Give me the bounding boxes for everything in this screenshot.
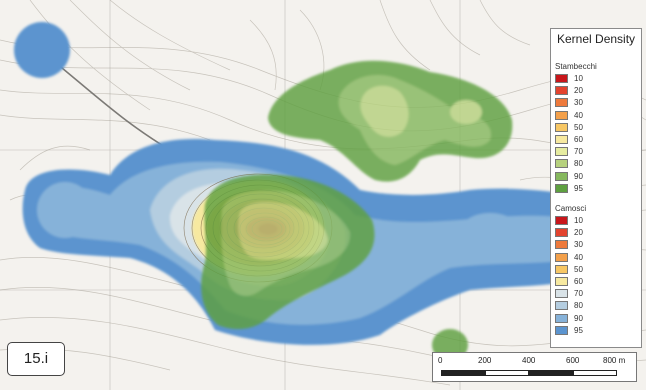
legend-label: 95 — [574, 325, 583, 335]
legend-swatch — [555, 183, 568, 193]
legend-row: 70 — [555, 146, 639, 157]
stambecchi-class-80 — [450, 100, 482, 124]
legend-swatch — [555, 313, 568, 323]
legend-row: 90 — [555, 171, 639, 182]
legend-row: 10 — [555, 73, 639, 84]
legend-swatch — [555, 147, 568, 157]
stambecchi-class-80 — [360, 85, 409, 137]
legend-row: 20 — [555, 85, 639, 96]
legend-row: 30 — [555, 97, 639, 108]
scale-tick: 600 — [566, 356, 580, 365]
legend-swatch — [555, 240, 568, 250]
legend-row: 40 — [555, 110, 639, 121]
legend-label: 40 — [574, 110, 583, 120]
figure-label: 15.i — [23, 350, 49, 367]
camosci-density — [14, 22, 633, 345]
camosci-class-95 — [14, 22, 70, 78]
legend-row: 60 — [555, 134, 639, 145]
legend-swatch — [555, 86, 568, 96]
legend-label: 70 — [574, 289, 583, 299]
legend-label: 80 — [574, 159, 583, 169]
legend-row: 80 — [555, 158, 639, 169]
legend-label: 30 — [574, 240, 583, 250]
legend-swatch — [555, 301, 568, 311]
legend-swatch — [555, 228, 568, 238]
legend-row: 80 — [555, 300, 639, 311]
scale-tick: 400 — [522, 356, 536, 365]
camosci-class-90 — [37, 182, 93, 238]
legend-label: 20 — [574, 86, 583, 96]
legend-label: 10 — [574, 74, 583, 83]
legend-row: 40 — [555, 252, 639, 263]
legend-swatch — [555, 289, 568, 299]
legend-label: 60 — [574, 277, 583, 286]
legend-row: 95 — [555, 325, 639, 336]
legend-panel: Kernel Density Stambecchi Camosci 10 20 30… — [550, 28, 642, 348]
legend-group-stambecchi: Stambecchi — [555, 62, 597, 71]
legend-label: 20 — [574, 228, 583, 238]
legend-label: 50 — [574, 264, 583, 274]
legend-swatch — [555, 159, 568, 169]
legend-swatch — [555, 325, 568, 335]
legend-label: 30 — [574, 98, 583, 108]
figure-label-box: 15.i — [7, 342, 65, 376]
legend-swatch — [555, 110, 568, 120]
legend-label: 60 — [574, 135, 583, 144]
scale-tick: 0 — [438, 356, 443, 365]
legend-label: 70 — [574, 147, 583, 157]
legend-label: 80 — [574, 301, 583, 311]
scale-segment — [573, 370, 617, 376]
legend-label: 10 — [574, 216, 583, 225]
legend-swatch — [555, 98, 568, 108]
legend-swatch — [555, 122, 568, 132]
legend-label: 90 — [574, 313, 583, 323]
legend-swatch — [555, 171, 568, 181]
scale-tick: 800 m — [603, 356, 626, 365]
scale-segment — [441, 370, 485, 376]
legend-row: 30 — [555, 239, 639, 250]
scale-segment — [485, 370, 529, 376]
legend-row: 90 — [555, 313, 639, 324]
scale-bar: 0 200 400 600 800 m — [432, 352, 637, 382]
scale-tick: 200 — [478, 356, 492, 365]
scale-segment — [529, 370, 573, 376]
legend-label: 50 — [574, 122, 583, 132]
legend-row: 20 — [555, 227, 639, 238]
legend-swatch — [555, 277, 568, 286]
legend-swatch — [555, 252, 568, 262]
legend-swatch — [555, 264, 568, 274]
legend-row: 50 — [555, 264, 639, 275]
legend-row: 95 — [555, 183, 639, 194]
legend-title: Kernel Density — [557, 32, 636, 46]
legend-row: 70 — [555, 288, 639, 299]
legend-swatch — [555, 216, 568, 225]
legend-row: 50 — [555, 122, 639, 133]
stambecchi-density — [201, 60, 513, 361]
stambecchi-class-80 — [238, 202, 328, 260]
legend-group-camosci: Camosci — [555, 204, 587, 213]
legend-swatch — [555, 135, 568, 144]
camosci-class-90 — [458, 213, 522, 257]
legend-row: 10 — [555, 215, 639, 226]
legend-swatch — [555, 74, 568, 83]
legend-row: 60 — [555, 276, 639, 287]
legend-label: 90 — [574, 171, 583, 181]
legend-label: 95 — [574, 183, 583, 193]
legend-label: 40 — [574, 252, 583, 262]
